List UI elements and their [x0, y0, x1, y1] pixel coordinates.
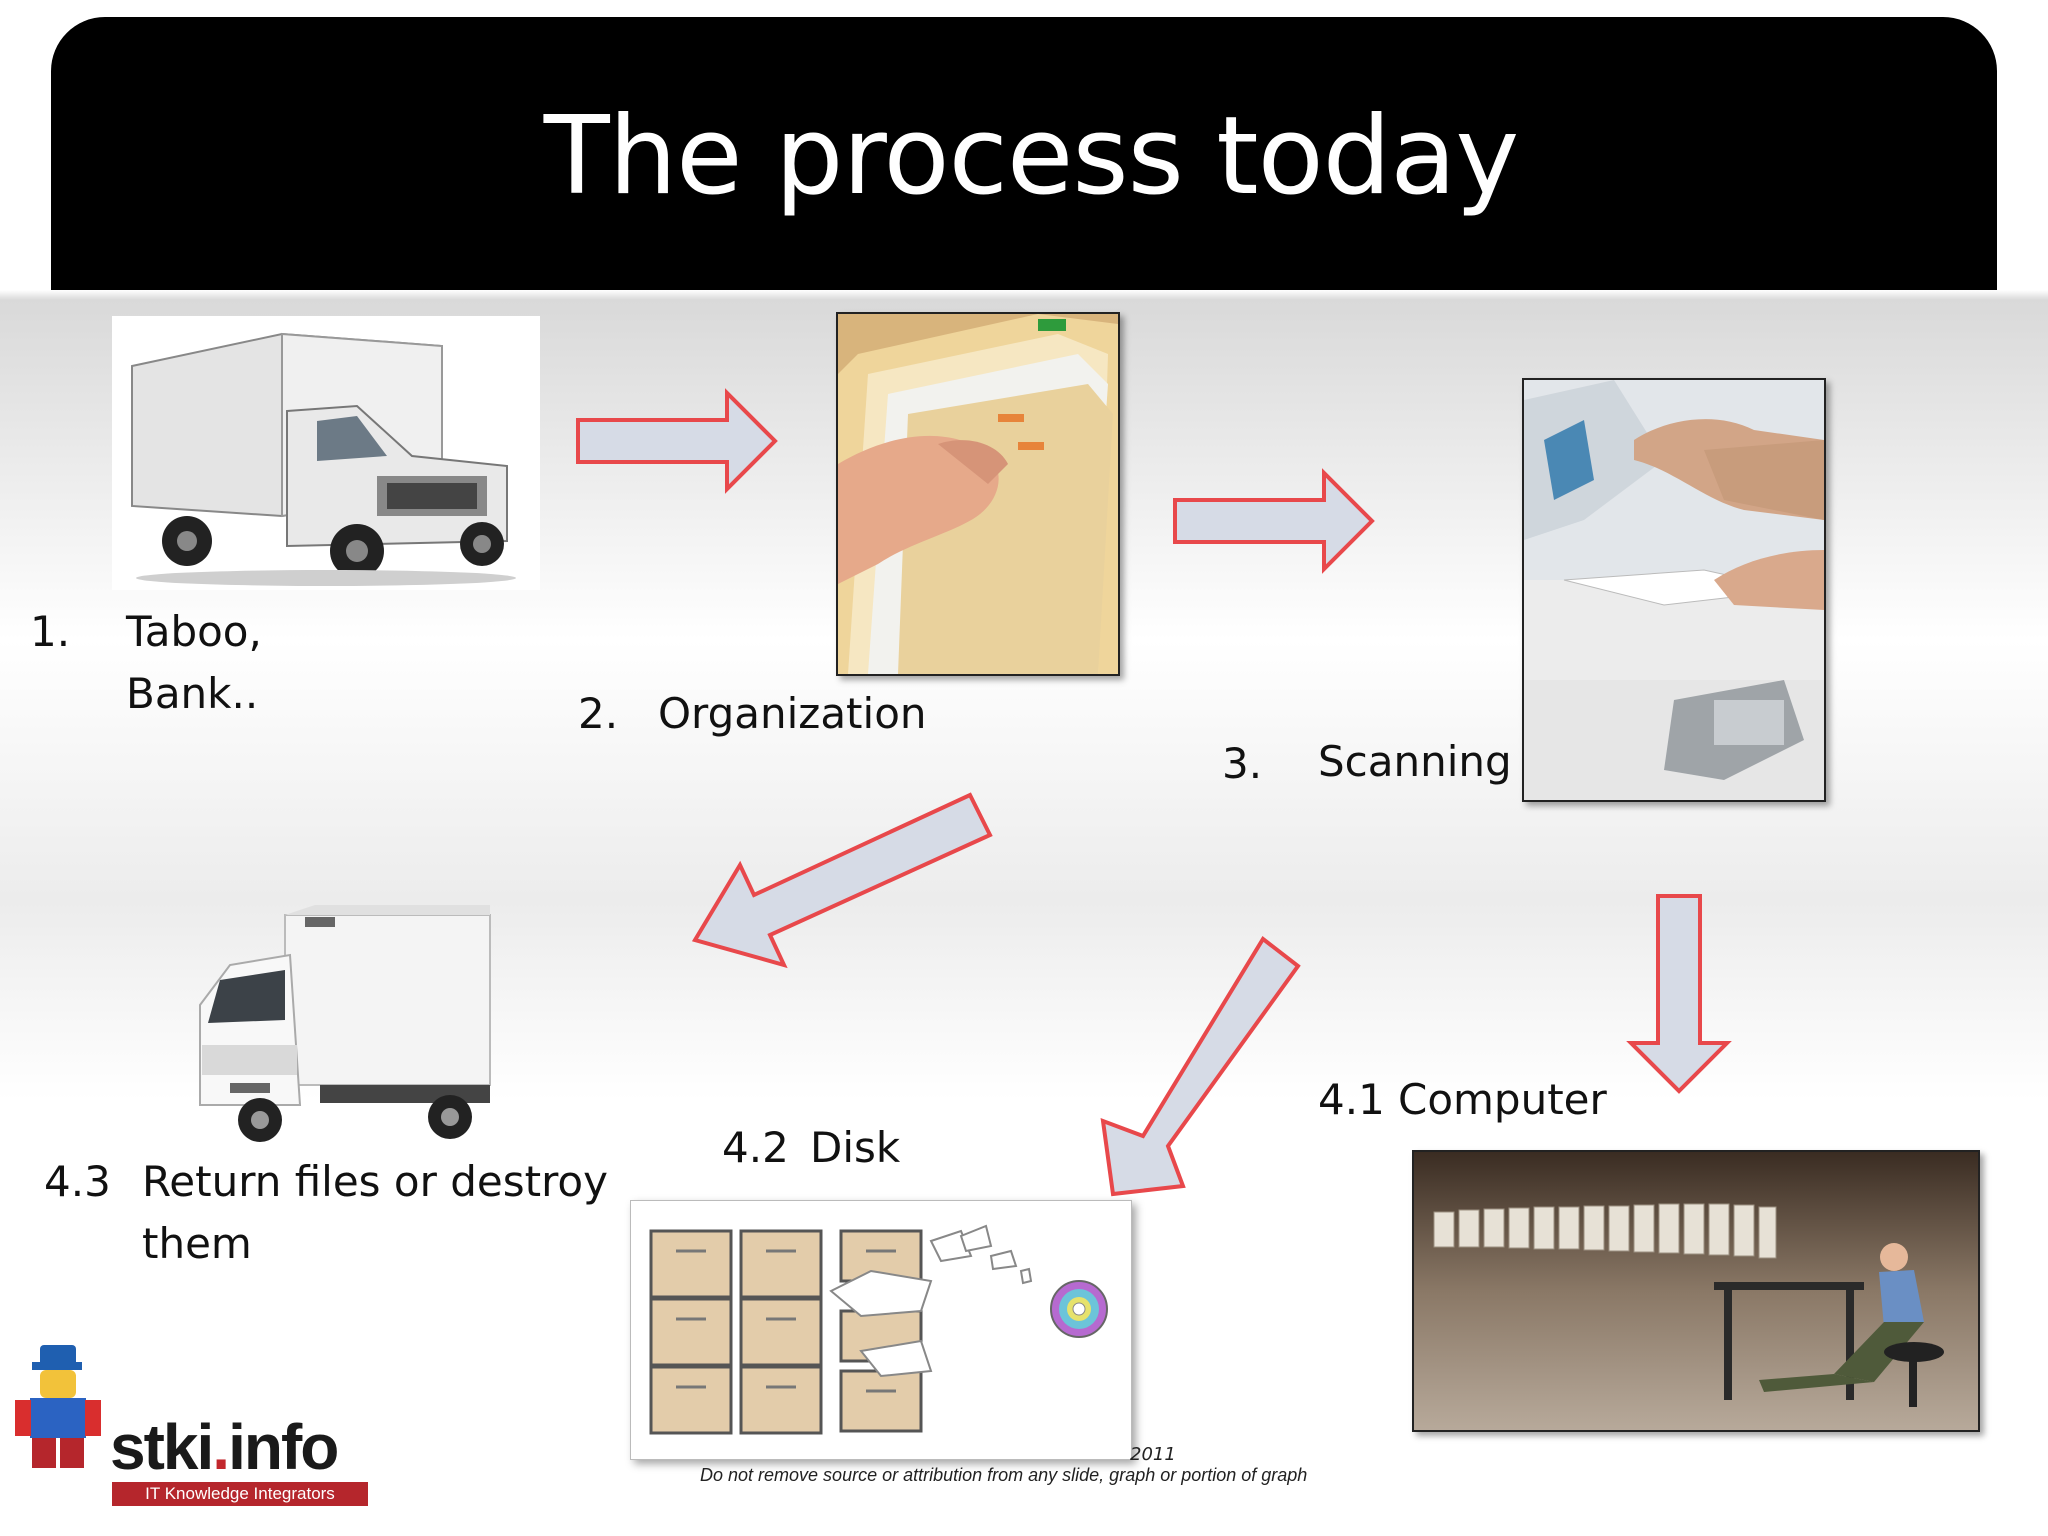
arrow-diagonal-down — [1100, 936, 1301, 1197]
box-truck-photo — [112, 316, 540, 590]
folders-image — [838, 314, 1118, 674]
arrow-down — [1626, 894, 1732, 1094]
step-4-1-number: 4.1 — [1318, 1075, 1385, 1124]
logo-name-dot: . — [212, 1411, 230, 1483]
scanner-image — [1524, 380, 1824, 800]
delivery-truck-photo — [190, 905, 500, 1150]
footer-notice: Do not remove source or attribution from… — [700, 1465, 1308, 1485]
cabinets-disk-illustration — [630, 1200, 1132, 1460]
computer-desk-photo — [1412, 1150, 1980, 1432]
folders-photo — [836, 312, 1120, 676]
step-4-2-number: 4.2 — [722, 1123, 789, 1172]
arrow-right-1 — [576, 388, 778, 494]
step-1-line1: Taboo, — [126, 607, 262, 656]
step-4-2-label: Disk — [810, 1123, 901, 1172]
footer-copyright-fragment: 2011 — [1130, 1444, 1176, 1465]
logo-mascot — [10, 1340, 110, 1470]
step-3-number: 3. — [1222, 739, 1263, 788]
slide-title: The process today — [543, 94, 1520, 219]
arrow-right-2 — [1173, 468, 1375, 574]
lego-figure-icon — [15, 1345, 101, 1468]
step-1-line2: Bank.. — [126, 669, 259, 718]
cabinets-disk-image — [649, 1224, 1108, 1435]
step-2-label: Organization — [658, 689, 927, 738]
logo-wordmark: stki.info — [110, 1410, 339, 1484]
scanner-photo — [1522, 378, 1826, 802]
step-4-3-line1: Return files or destroy — [142, 1157, 608, 1206]
logo-name-part1: stki — [110, 1411, 214, 1483]
step-4-3-number: 4.3 — [44, 1157, 111, 1206]
arrow-diagonal-left — [691, 792, 993, 969]
box-truck-image — [112, 316, 540, 590]
delivery-truck-image — [199, 905, 491, 1142]
step-1-number: 1. — [30, 607, 71, 656]
computer-desk-image — [1414, 1152, 1978, 1430]
step-4-1-label: Computer — [1398, 1075, 1607, 1124]
title-bar: The process today — [51, 17, 1997, 290]
step-2-number: 2. — [578, 689, 619, 738]
logo-name-part2: info — [228, 1411, 339, 1483]
step-3-label: Scanning — [1318, 737, 1512, 786]
step-4-3-line2: them — [142, 1219, 252, 1268]
logo-tagline: IT Knowledge Integrators — [112, 1482, 368, 1506]
